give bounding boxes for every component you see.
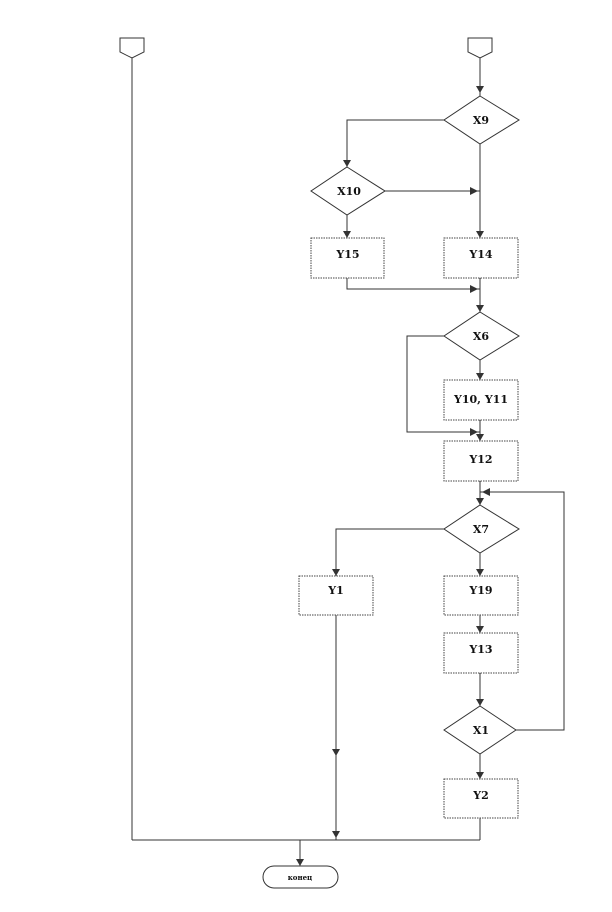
- arrow-down-icon: [332, 831, 340, 838]
- arrow-down-icon: [476, 626, 484, 633]
- x7-to-y1-line: [335, 528, 444, 576]
- arrow-down-icon: [296, 859, 304, 866]
- operation-block: [443, 632, 519, 674]
- operation-block: [443, 778, 519, 819]
- operation-y1: Y1: [298, 575, 374, 616]
- arrow-left-icon: [482, 488, 490, 496]
- operation-label: Y2: [472, 789, 489, 802]
- operation-y12: Y12: [443, 440, 519, 482]
- arrow-down-icon: [476, 86, 484, 93]
- decision-x10: X10: [310, 166, 386, 216]
- arrow-down-icon: [476, 569, 484, 576]
- right-entry-connector: [467, 37, 493, 59]
- decision-label: X6: [473, 330, 490, 343]
- operation-label: Y19: [468, 584, 492, 597]
- operation-block: [443, 575, 519, 616]
- arrow-right-icon: [470, 428, 478, 436]
- decision-diamond: [443, 705, 517, 755]
- decision-x9: X9: [443, 95, 520, 145]
- operation-y13: Y13: [443, 632, 519, 674]
- x1-loop-line: [480, 491, 565, 731]
- operation-label: Y13: [468, 643, 492, 656]
- arrow-down-icon: [476, 434, 484, 441]
- arrow-down-icon: [332, 569, 340, 576]
- arrowheads: [296, 86, 490, 866]
- operation-block: [443, 237, 519, 279]
- arrow-right-icon: [470, 285, 478, 293]
- operation-y19: Y19: [443, 575, 519, 616]
- operation-block: [310, 237, 385, 279]
- arrow-down-icon: [476, 772, 484, 779]
- operation-y14: Y14: [443, 237, 519, 279]
- arrow-down-icon: [476, 305, 484, 312]
- decision-diamond: [443, 95, 520, 145]
- operation-label: Y14: [468, 248, 493, 261]
- terminal-label: конец: [288, 873, 312, 882]
- decision-label: X7: [473, 523, 489, 536]
- terminal-end: конец: [262, 865, 339, 889]
- x9-to-x10-line: [346, 119, 444, 167]
- arrow-down-icon: [343, 231, 351, 238]
- arrow-down-icon: [476, 498, 484, 505]
- decision-x7: X7: [443, 504, 520, 554]
- decision-x6: X6: [443, 311, 520, 361]
- operation-y15: Y15: [310, 237, 385, 279]
- operation-label: Y10, Y11: [453, 393, 508, 406]
- operation-label: Y1: [327, 584, 344, 597]
- y15-to-merge-line: [346, 278, 480, 290]
- operation-y10-y11: Y10, Y11: [443, 379, 519, 421]
- operation-label: Y15: [335, 248, 359, 261]
- decision-label: X1: [473, 724, 489, 737]
- operation-block: [298, 575, 374, 616]
- arrow-right-icon: [470, 187, 478, 195]
- arrow-down-icon: [332, 749, 340, 756]
- arrow-down-icon: [476, 373, 484, 380]
- operation-block: [443, 440, 519, 482]
- left-entry-connector: [119, 37, 145, 59]
- decision-x1: X1: [443, 705, 517, 755]
- operation-y2: Y2: [443, 778, 519, 819]
- operation-label: Y12: [468, 453, 492, 466]
- arrow-down-icon: [343, 160, 351, 167]
- decision-label: X9: [473, 114, 489, 127]
- decision-diamond: [310, 166, 386, 216]
- decision-label: X10: [337, 185, 361, 198]
- decision-diamond: [443, 504, 520, 554]
- arrow-down-icon: [476, 231, 484, 238]
- x6-bypass-line: [406, 335, 480, 433]
- arrow-down-icon: [476, 699, 484, 706]
- terminal-block: [262, 865, 339, 889]
- operation-block: [443, 379, 519, 421]
- decision-diamond: [443, 311, 520, 361]
